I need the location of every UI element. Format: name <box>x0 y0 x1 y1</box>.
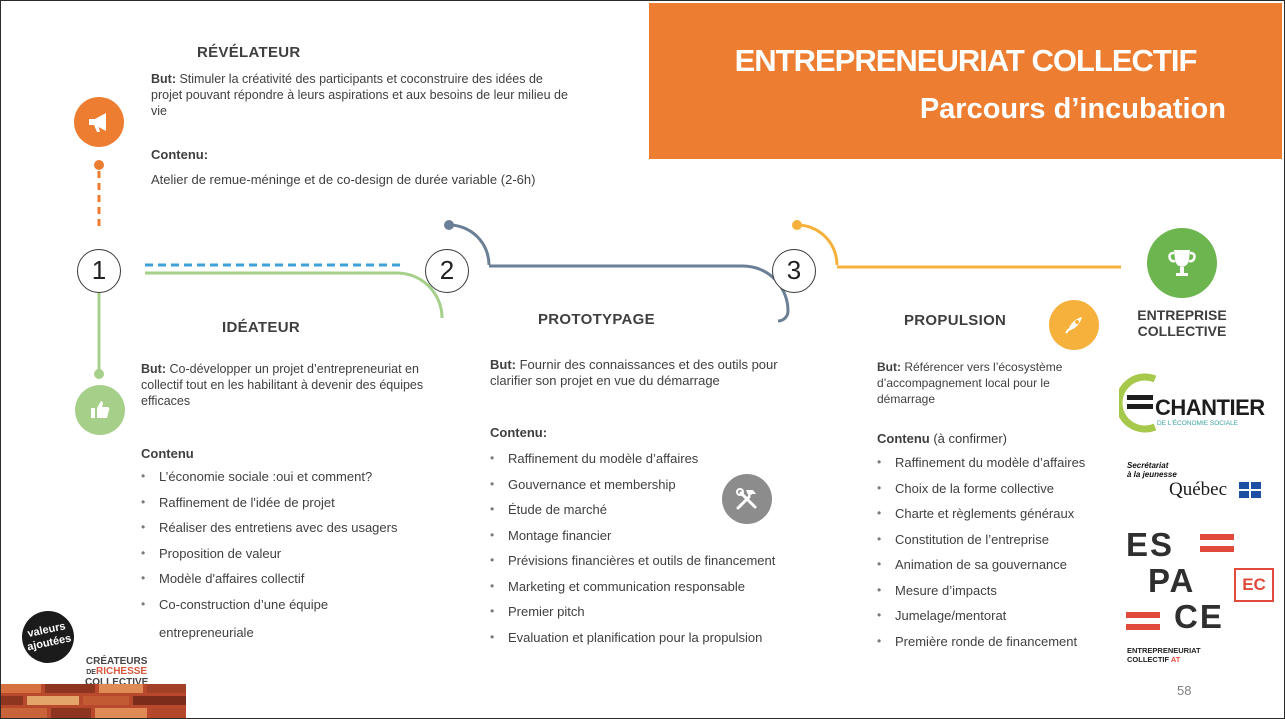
list-item: Co-construction d’une équipe <box>141 596 461 622</box>
list-item: Réaliser des entretiens avec des usagers <box>141 519 461 545</box>
espace-caption-2: COLLECTIF AT <box>1127 655 1201 664</box>
espace-bar <box>1200 534 1234 540</box>
prototypage-goal-label: But: <box>490 357 516 372</box>
createurs-richesse: RICHESSE <box>95 666 148 677</box>
ideateur-goal-text: Co-développer un projet d’entrepreneuria… <box>141 362 424 408</box>
list-item: Constitution de l’entreprise <box>877 531 1117 557</box>
espace-caption-1: ENTREPRENEURIAT <box>1127 646 1201 655</box>
chantier-subtitle: DE L'ÉCONOMIE SOCIALE <box>1157 420 1239 427</box>
prototypage-content-list: Raffinement du modèle d’affaires Gouvern… <box>490 450 820 654</box>
list-item: Modèle d'affaires collectif <box>141 570 461 596</box>
propulsion-content-heading: Contenu (à confirmer) <box>877 431 1007 446</box>
quebec-small-line-1: Secrétariat <box>1127 461 1169 470</box>
step-3-circle: 3 <box>772 249 816 293</box>
title-banner: ENTREPRENEURIAT COLLECTIF Parcours d’inc… <box>649 3 1282 159</box>
list-item: Premier pitch <box>490 603 820 629</box>
brick-wall-decoration <box>1 684 186 718</box>
chantier-wordmark: CHANTIER <box>1155 395 1265 420</box>
propulsion-title: PROPULSION <box>904 312 1007 329</box>
banner-title: ENTREPRENEURIAT COLLECTIF <box>734 43 1198 78</box>
rocket-icon <box>1049 300 1099 350</box>
espace-bar <box>1126 612 1160 618</box>
banner-subtitle: Parcours d’incubation <box>919 93 1226 125</box>
list-item: Première ronde de financement <box>877 633 1117 659</box>
list-item: Proposition de valeur <box>141 545 461 571</box>
revelateur-goal-label: But: <box>151 72 176 86</box>
espace-line-1: ES <box>1126 526 1175 563</box>
ideateur-goal: But: Co-développer un projet d’entrepren… <box>141 361 461 409</box>
propulsion-goal-label: But: <box>877 360 901 374</box>
quebec-logo: Secrétariat à la jeunesse Québec <box>1127 461 1267 503</box>
revelateur-content-text: Atelier de remue-méninge et de co-design… <box>151 172 536 187</box>
createurs-line-2: DERICHESSE <box>85 667 148 678</box>
createurs-line-3: COLLECTIVE <box>85 677 149 688</box>
step-1-circle: 1 <box>77 249 121 293</box>
list-item: Charte et règlements généraux <box>877 505 1117 531</box>
list-item: Marketing et communication responsable <box>490 578 820 604</box>
prototypage-content-label: Contenu: <box>490 425 548 440</box>
list-item: Prévisions financières et outils de fina… <box>490 552 820 578</box>
step-2-circle: 2 <box>425 249 469 293</box>
entreprise-line-1: ENTREPRISE <box>1137 307 1227 323</box>
espace-bar <box>1200 546 1234 552</box>
quebec-small-line-2: à la jeunesse <box>1127 470 1177 479</box>
espace-line-3: CE <box>1174 598 1224 635</box>
propulsion-content-list: Raffinement du modèle d’affaires Choix d… <box>877 454 1117 658</box>
list-item: Étude de marché <box>490 501 820 527</box>
ideateur-goal-label: But: <box>141 362 166 376</box>
quebec-wordmark: Québec <box>1169 479 1228 500</box>
createurs-logo: CRÉATEURS DERICHESSE COLLECTIVE <box>85 657 148 688</box>
list-item: Choix de la forme collective <box>877 480 1117 506</box>
list-item: Raffinement du modèle d’affaires <box>490 450 820 476</box>
prototypage-title: PROTOTYPAGE <box>538 311 655 328</box>
quebec-flag-icon <box>1239 482 1261 498</box>
revelateur-goal-text: Stimuler la créativité des participants … <box>151 72 568 118</box>
espace-caption-2b: AT <box>1170 655 1181 664</box>
thumbs-up-icon <box>75 385 125 435</box>
list-item: Evaluation et planification pour la prop… <box>490 629 820 655</box>
megaphone-icon <box>74 97 124 147</box>
espace-caption: ENTREPRENEURIAT COLLECTIF AT <box>1127 646 1201 664</box>
list-item: L’économie sociale :oui et comment? <box>141 468 461 494</box>
entreprise-collective-label: ENTREPRISE COLLECTIVE <box>1127 307 1237 339</box>
createurs-line-1: CRÉATEURS <box>85 656 148 667</box>
list-item: Raffinement de l'idée de projet <box>141 494 461 520</box>
revelateur-content-label: Contenu: <box>151 147 209 162</box>
espace-badge: EC <box>1234 568 1274 602</box>
espace-bar <box>1126 624 1160 630</box>
quebec-secretariat: Secrétariat à la jeunesse <box>1127 461 1177 479</box>
tools-icon <box>722 474 772 524</box>
propulsion-content-label: Contenu <box>877 431 930 446</box>
list-item: Mesure d’impacts <box>877 582 1117 608</box>
ideateur-list-continuation: entrepreneuriale <box>159 625 254 640</box>
revelateur-title: RÉVÉLATEUR <box>197 44 301 61</box>
createurs-de: DE <box>86 669 96 676</box>
page-number: 58 <box>1177 683 1192 698</box>
espace-logo: ES PA EC CE <box>1126 526 1276 656</box>
prototypage-goal: But: Fournir des connaissances et des ou… <box>490 357 800 389</box>
entreprise-line-2: COLLECTIVE <box>1137 323 1227 339</box>
espace-line-2: PA <box>1148 562 1196 599</box>
ideateur-content-list: L’économie sociale :oui et comment? Raff… <box>141 468 461 621</box>
prototypage-goal-text: Fournir des connaissances et des outils … <box>490 357 778 388</box>
list-item: Gouvernance et membership <box>490 476 820 502</box>
propulsion-goal-text: Référencer vers l’écosystème d’accompagn… <box>877 360 1063 406</box>
chantier-logo: CHANTIER DE L'ÉCONOMIE SOCIALE <box>1119 373 1269 433</box>
list-item: Jumelage/mentorat <box>877 607 1117 633</box>
ideateur-content-label: Contenu <box>141 446 194 461</box>
propulsion-goal: But: Référencer vers l’écosystème d’acco… <box>877 359 1087 407</box>
revelateur-goal: But: Stimuler la créativité des particip… <box>151 71 571 119</box>
espace-caption-2a: COLLECTIF <box>1127 655 1170 664</box>
list-item: Animation de sa gouvernance <box>877 556 1117 582</box>
list-item: Raffinement du modèle d’affaires <box>877 454 1117 480</box>
trophy-icon <box>1147 228 1217 298</box>
list-item: Montage financier <box>490 527 820 553</box>
propulsion-content-note: (à confirmer) <box>929 431 1008 446</box>
ideateur-title: IDÉATEUR <box>222 319 300 336</box>
